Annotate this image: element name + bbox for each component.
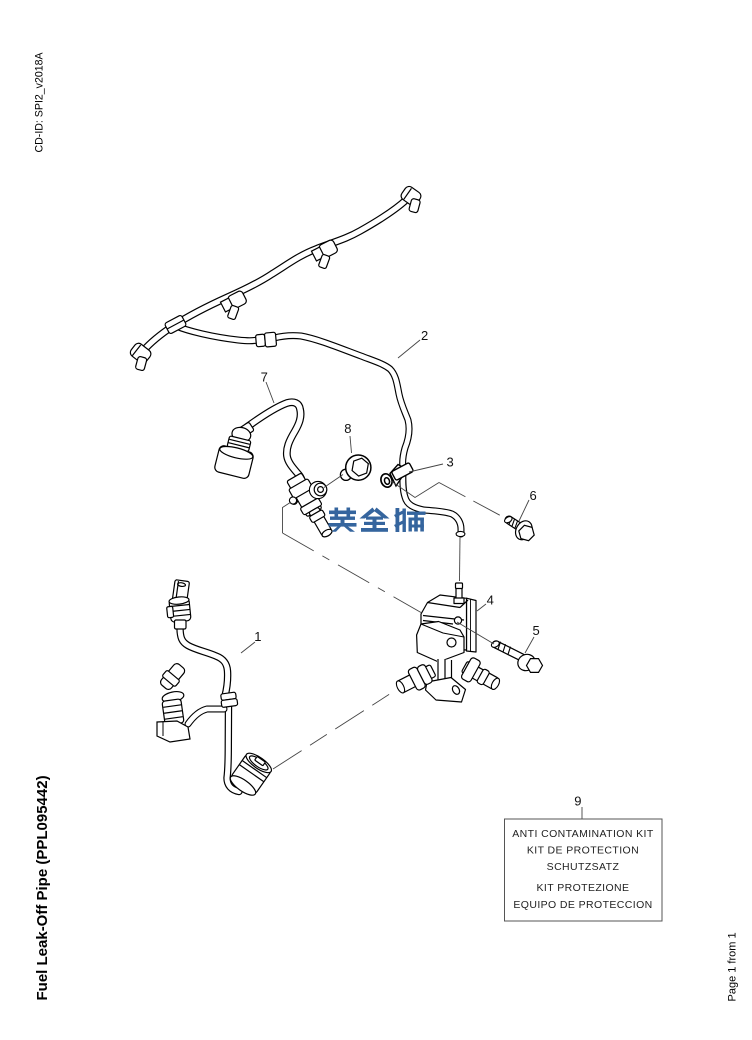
svg-text:KIT DE PROTECTION: KIT DE PROTECTION <box>527 845 639 857</box>
svg-text:5: 5 <box>533 623 540 638</box>
svg-text:6: 6 <box>530 488 537 503</box>
svg-text:2: 2 <box>421 328 428 343</box>
svg-text:ANTI CONTAMINATION KIT: ANTI CONTAMINATION KIT <box>512 828 654 840</box>
svg-text:EQUIPO DE PROTECCION: EQUIPO DE PROTECCION <box>513 899 652 911</box>
svg-text:1: 1 <box>254 629 261 644</box>
svg-text:KIT PROTEZIONE: KIT PROTEZIONE <box>537 882 630 894</box>
svg-text:Page 1 from 1: Page 1 from 1 <box>727 932 739 1001</box>
svg-text:9: 9 <box>574 793 581 808</box>
svg-text:CD-ID: SPI2_v2018A: CD-ID: SPI2_v2018A <box>34 51 46 152</box>
svg-text:4: 4 <box>487 593 494 608</box>
svg-text:Fuel Leak-Off Pipe (PPL095442): Fuel Leak-Off Pipe (PPL095442) <box>34 775 51 1000</box>
svg-text:3: 3 <box>447 455 454 470</box>
svg-text:SCHUTZSATZ: SCHUTZSATZ <box>547 861 620 873</box>
svg-text:7: 7 <box>261 369 268 384</box>
svg-text:8: 8 <box>344 421 351 436</box>
